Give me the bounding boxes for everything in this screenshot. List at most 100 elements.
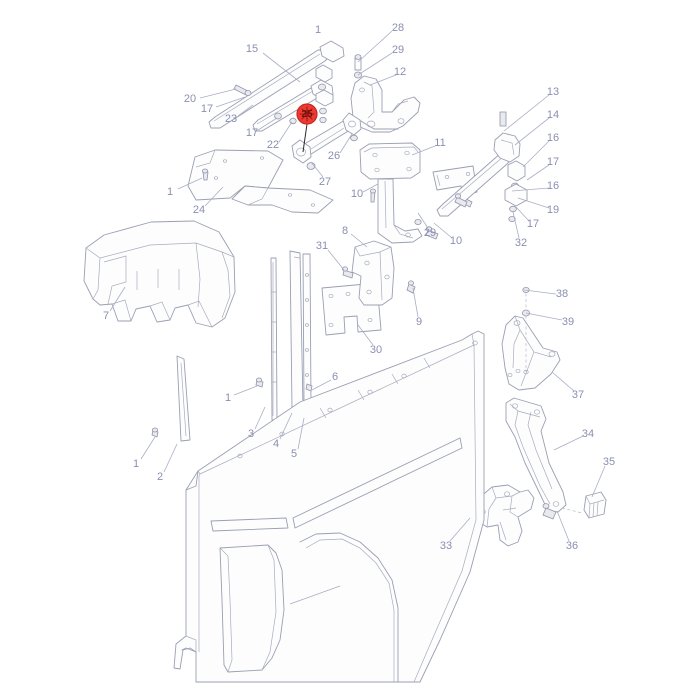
callout-1: 1 [225,385,258,404]
callout-number: 1 [133,458,139,470]
callout-number: 10 [351,188,363,200]
callout-number: 2 [157,471,163,483]
leader-line [140,436,156,460]
callout-34: 34 [553,428,594,451]
callout-24: 24 [193,186,224,216]
leader-line [262,52,301,83]
leader-line [556,510,570,542]
callout-number: 28 [392,22,404,34]
part-group-side-panel-door [173,330,485,683]
callout-number: 26 [328,150,340,162]
leader-line [310,161,324,178]
callout-32: 32 [512,211,527,249]
part-group-gas-strut-25 [291,112,362,164]
leader-line [177,177,203,190]
leader-line [311,379,332,391]
highlight-marker-group[interactable]: 25 [296,103,318,153]
part-group-bracket-37 [501,286,561,391]
callout-36: 36 [556,510,578,552]
callout-number: 11 [434,137,445,149]
callout-4: 4 [273,412,293,450]
part-group-pin-stack [315,64,334,124]
callout-16: 16 [522,132,559,168]
leader-line [278,121,293,143]
callout-number: 1 [167,186,173,198]
callout-number: 34 [582,428,594,440]
callout-number: 19 [547,204,559,216]
leader-line [511,187,550,192]
callout-3: 3 [248,406,266,440]
callout-number: 17 [547,156,559,168]
callout-number: 37 [572,389,584,401]
callout-17: 17 [246,117,278,139]
leader-line [514,117,550,146]
callout-7: 7 [103,286,126,322]
leader-line [525,312,563,321]
leader-line [412,287,419,318]
leader-line [512,211,520,239]
callout-number: 32 [515,237,527,249]
callout-29: 29 [417,212,436,239]
leader-line [517,197,550,209]
leader-line [523,289,557,295]
callout-27: 27 [310,161,331,188]
leader-line [362,183,379,193]
callout-number: 9 [416,316,422,328]
leader-line [433,222,453,239]
callout-number: 30 [370,344,382,356]
callout-number: 38 [556,288,568,300]
callout-22: 22 [267,121,293,151]
callout-6: 6 [311,371,338,391]
leader-line [449,517,471,542]
leader-line [551,371,575,392]
callout-number: 29 [392,44,404,56]
callout-15: 15 [246,43,301,83]
leader-line [297,417,305,450]
callout-29: 29 [357,44,404,76]
highlight-number: 25 [301,109,313,120]
callout-19: 19 [517,197,559,216]
part-group-bracket-31 [341,240,416,306]
callout-number: 17 [527,218,539,230]
part-group-upper-link-bars [208,40,345,132]
callout-number: 6 [332,371,338,383]
callout-number: 35 [603,456,615,468]
leader-line [526,164,550,181]
leader-line [109,286,126,312]
callout-2: 2 [157,443,178,483]
callout-number: 23 [225,113,237,125]
callout-28: 28 [357,22,404,63]
callout-number: 20 [184,93,196,105]
leader-line [237,104,254,117]
highlight-leader-line [302,123,308,153]
callout-37: 37 [551,371,584,401]
callout-39: 39 [525,312,574,328]
callout-5: 5 [291,417,305,460]
callout-10: 10 [433,222,462,247]
callout-number: 7 [103,310,109,322]
callout-number: 14 [547,109,559,121]
leader-line [339,133,353,154]
callout-number: 17 [246,127,258,139]
callout-9: 9 [412,287,422,328]
callout-number: 1 [225,392,231,404]
callout-number: 12 [394,66,406,78]
callout-1: 1 [167,177,203,198]
callout-number: 13 [547,86,559,98]
callout-number: 36 [566,540,578,552]
leader-line [357,52,393,76]
callout-number: 39 [562,316,574,328]
callout-35: 35 [591,456,615,498]
leader-line [279,412,293,440]
callout-number: 22 [267,139,279,151]
leader-line [553,435,584,451]
part-group-block-35 [583,491,607,519]
part-group-arm-34 [505,397,583,514]
callout-26: 26 [328,133,353,162]
callout-17: 17 [515,206,539,230]
part-group-trim-strips [255,250,313,421]
callout-number: 3 [248,428,254,440]
callout-30: 30 [357,324,382,356]
